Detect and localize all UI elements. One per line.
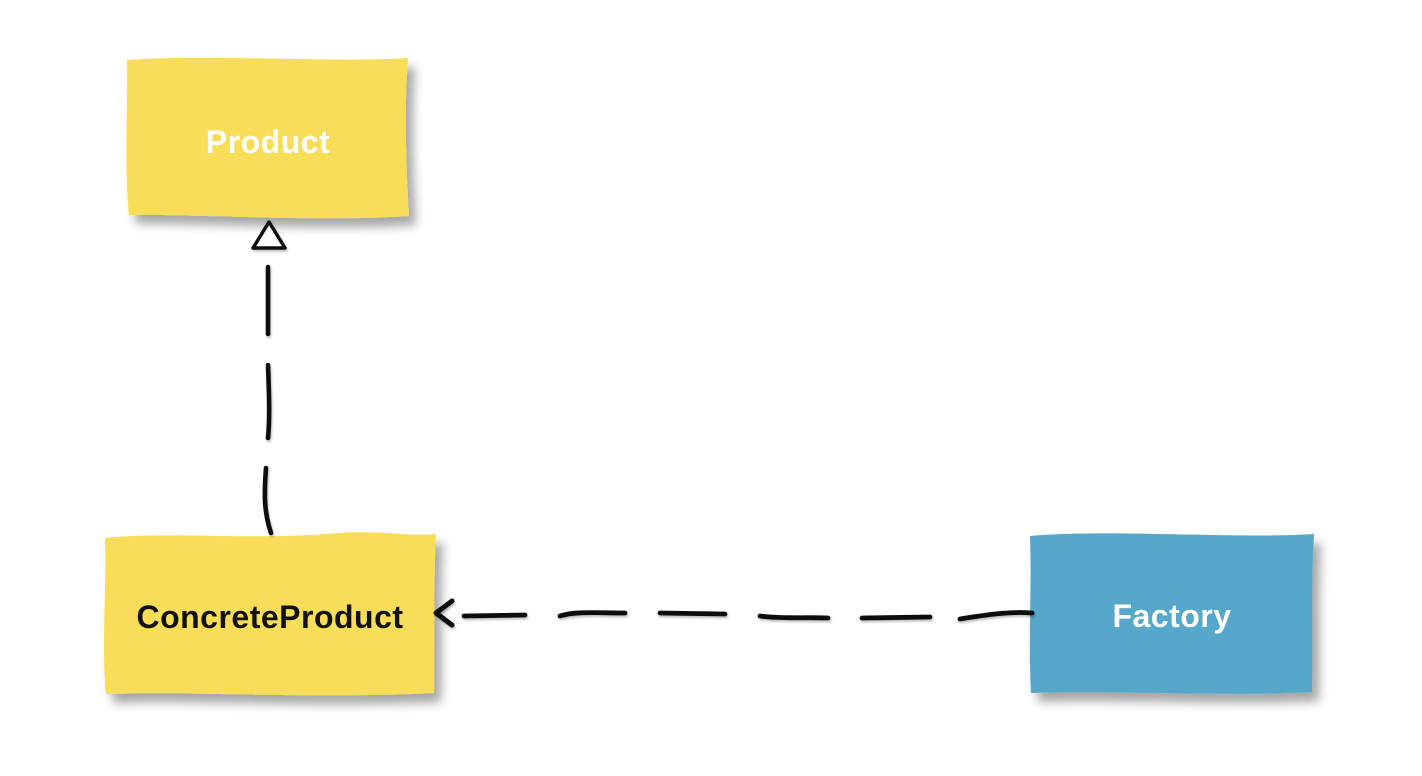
- class-node-product[interactable]: Product: [126, 57, 409, 219]
- concrete-product-box-label: ConcreteProduct: [136, 599, 403, 635]
- factory-box-shape[interactable]: [1029, 533, 1314, 694]
- open-arrowhead-icon: [433, 598, 455, 628]
- dependency-edge[interactable]: [433, 598, 1035, 628]
- dependency-dashed-line[interactable]: [461, 610, 1035, 622]
- hollow-triangle-arrowhead-icon: [251, 220, 287, 250]
- factory-box-label: Factory: [1112, 598, 1231, 634]
- concrete-product-box-shape[interactable]: [103, 532, 437, 696]
- product-box-shape[interactable]: [126, 57, 409, 219]
- class-node-factory[interactable]: Factory: [1029, 533, 1314, 694]
- realization-dashed-line[interactable]: [262, 264, 274, 536]
- product-box-label: Product: [206, 124, 330, 160]
- class-node-concrete-product[interactable]: ConcreteProduct: [103, 532, 437, 696]
- realization-edge[interactable]: [251, 220, 287, 536]
